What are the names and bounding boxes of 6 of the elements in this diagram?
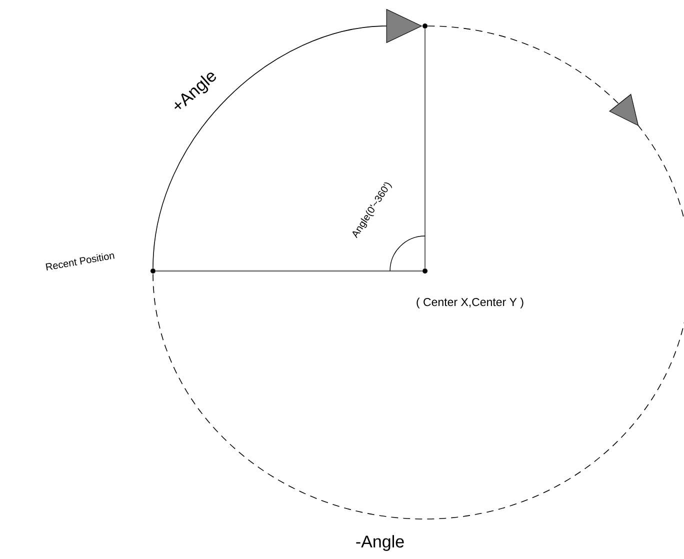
- radius-line: [156, 270, 422, 272]
- arc-arrow: [152, 26, 684, 520]
- point-label: ( Center X,Center Y ): [416, 298, 524, 308]
- point-label: Recent Position: [46, 253, 114, 270]
- edge-label: -Angle: [354, 534, 406, 552]
- radius-line: [424, 28, 426, 268]
